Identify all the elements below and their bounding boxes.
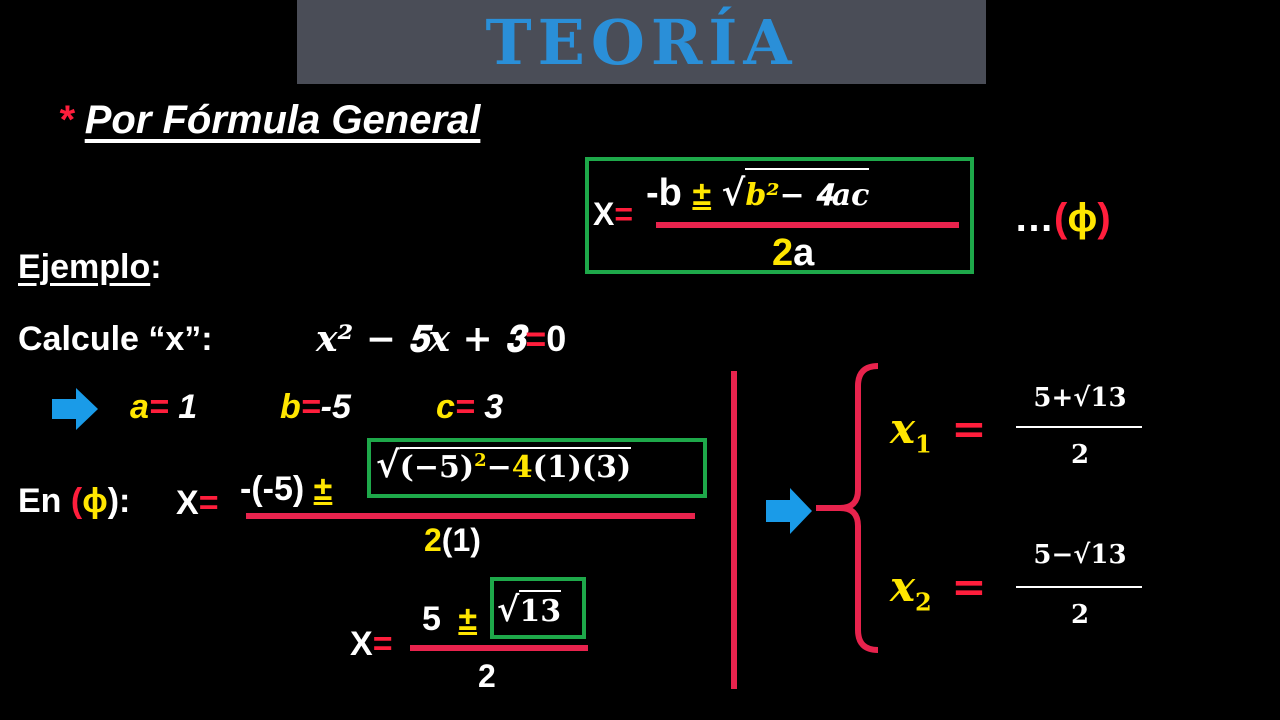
formula-neg-b: -b [646,172,682,214]
substitution-fraction-bar [246,513,695,519]
coef-a: a= 1 [130,388,198,426]
formula-numerator: -b ± √𝒃²− 𝟒𝒂𝒄 [646,168,870,215]
solution-x1-bar [1016,426,1142,428]
solution-x2-denominator: 𝟐 [1070,600,1090,630]
radicand-box [367,438,707,498]
arrow-right-icon [52,388,98,430]
solution-x1-numerator: 𝟓+√𝟏𝟑 [1033,383,1127,413]
sqrt13-box [490,577,586,639]
substitution-neg-b: -(-5) ± [240,470,333,508]
vertical-divider [731,371,737,689]
solution-x2-bar [1016,586,1142,588]
formula-x-label: X= [593,196,634,232]
header-banner [297,0,986,84]
simplified-x-label: X= [350,625,393,663]
simplified-radicand: √𝟏𝟑 [497,590,562,630]
simplified-denominator: 2 [478,658,496,694]
solution-x1: 𝒙𝟏 = [890,404,987,459]
section-heading: * Por Fórmula General [58,98,480,143]
solution-x1-denominator: 𝟐 [1070,440,1090,470]
left-brace-icon [816,363,879,653]
substitution-radicand: √(−𝟓)𝟐−𝟒(𝟏)(𝟑) [376,444,632,486]
substitution-x-label: X= [176,484,219,522]
coef-c: c= 3 [436,388,504,426]
general-formula-box [585,157,974,274]
substitution-denominator: 2(1) [424,522,481,558]
coef-b: b=-5 [280,388,351,426]
page-title: TEORÍA [485,6,798,79]
quadratic-equation: 𝒙² − 𝟓𝒙 + 𝟑=0 [316,318,567,360]
example-heading: Ejemplo: [18,248,162,286]
solution-x2: 𝒙𝟐 = [890,562,987,617]
arrow-right-icon-2 [766,488,812,534]
bullet-asterisk: * [58,98,74,142]
section-title: Por Fórmula General [84,98,481,142]
sqrt-symbol: √ [721,172,746,214]
simplified-numerator: 5 ± [422,600,478,638]
formula-fraction-bar [656,222,959,228]
formula-denominator: 2a [772,232,815,274]
substitution-label: En (ϕ): [18,482,131,520]
calc-label: Calcule “x”: [18,320,213,358]
formula-pm: ± [692,175,712,213]
simplified-fraction-bar [410,645,588,651]
solution-x2-numerator: 𝟓−√𝟏𝟑 [1033,540,1127,570]
formula-radicand: 𝒃²− 𝟒𝒂𝒄 [745,168,870,214]
formula-label-phi: …(ϕ) [1014,196,1111,240]
